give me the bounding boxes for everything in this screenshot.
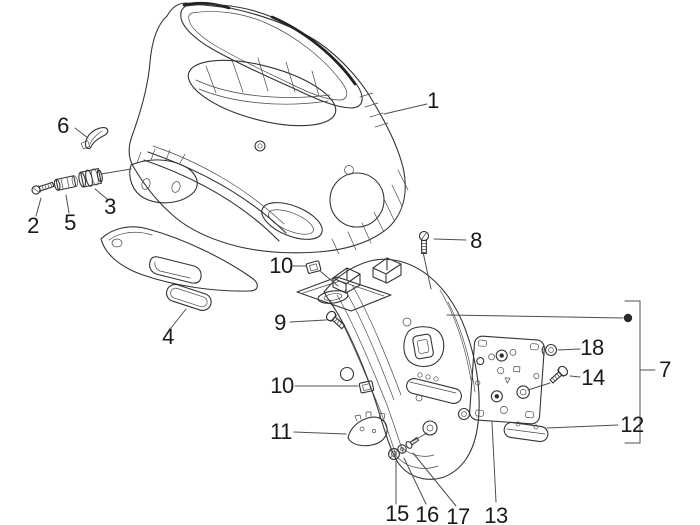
part-12-reflector (503, 421, 549, 443)
part-18-cap (541, 343, 558, 357)
part-6-clip (80, 127, 109, 150)
part-1-rear-cover (128, 2, 409, 255)
callout-7: 7 (659, 357, 671, 382)
part-16-washer (397, 444, 407, 454)
callout-18: 18 (580, 335, 604, 360)
callout-2: 2 (27, 213, 39, 238)
part-9-screw (325, 310, 346, 330)
callout-4: 4 (162, 324, 174, 349)
callout-3: 3 (104, 194, 116, 219)
part-7-mudguard (296, 257, 480, 480)
callout-8: 8 (470, 228, 482, 253)
part-11-lens (347, 411, 388, 447)
callout-12: 12 (620, 412, 644, 437)
part-13-plate-holder (469, 335, 545, 425)
callout-1: 1 (427, 88, 439, 113)
part-10-clip-upper (305, 260, 322, 274)
callout-17: 17 (446, 504, 470, 525)
callout-10a: 10 (269, 253, 293, 278)
part-14-screw (549, 365, 569, 384)
part-17-screw (405, 437, 420, 449)
callout-5: 5 (64, 210, 76, 235)
callout-15: 15 (385, 501, 409, 525)
callout-11: 11 (270, 419, 292, 444)
part-4-side-trim (100, 226, 258, 312)
callout-16: 16 (415, 502, 439, 525)
callout-9: 9 (274, 310, 286, 335)
part-2-screw (31, 181, 55, 195)
callout-6: 6 (57, 113, 69, 138)
part-3-bushing (78, 168, 103, 188)
leader-lines (35, 103, 656, 507)
part-8-screw (418, 230, 430, 255)
part-15-grommet (388, 448, 400, 460)
part-5-spacer (53, 175, 78, 191)
callout-14: 14 (581, 365, 605, 390)
part-10-clip-lower (358, 380, 375, 394)
callout-10b: 10 (270, 373, 294, 398)
callout-13: 13 (484, 503, 508, 525)
part-4-reflector (166, 283, 212, 312)
